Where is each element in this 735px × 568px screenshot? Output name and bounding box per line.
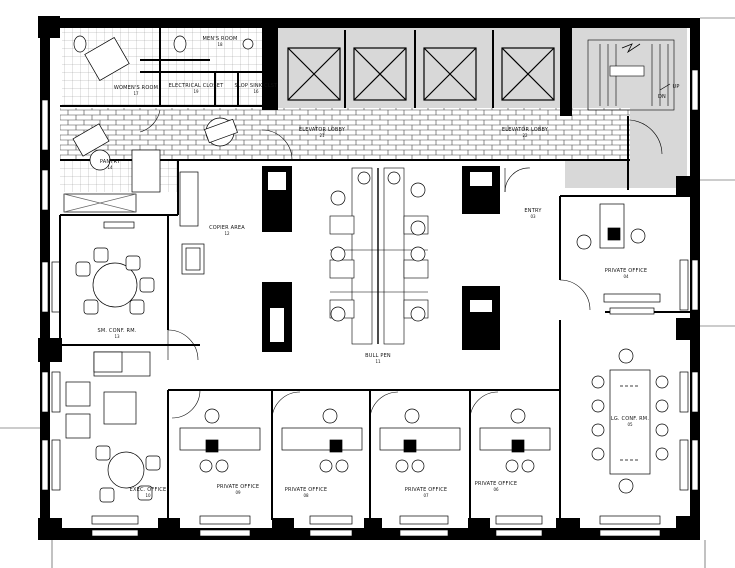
office-06-name: PRIVATE OFFICE — [475, 481, 518, 487]
office-09-name: PRIVATE OFFICE — [217, 484, 260, 490]
office-07-name: PRIVATE OFFICE — [405, 487, 448, 493]
copier-cabinets — [179, 171, 205, 275]
lg-conf-name: LG. CONF. RM. — [611, 416, 649, 422]
entry-number: 03 — [530, 214, 536, 219]
office-04-furniture — [576, 203, 661, 315]
elevator-cars — [287, 30, 555, 108]
entry-name: ENTRY — [524, 208, 542, 214]
copier-number: 12 — [224, 231, 230, 236]
stair — [587, 39, 675, 111]
column-voids — [268, 172, 492, 342]
restroom-fixtures — [72, 35, 254, 171]
small-conference-furniture — [75, 221, 155, 315]
exec-office-furniture — [65, 351, 161, 503]
electrical-name: ELECTRICAL CLOSET — [169, 83, 224, 89]
stair-up-label: UP — [672, 84, 679, 90]
slop-sink-name: SLOP SINK CLST — [235, 83, 279, 89]
elevator-lobby-2-number: 22 — [522, 133, 528, 138]
slop-sink-number: 16 — [253, 89, 259, 94]
elevator-lobby-2-name: ELEVATOR LOBBY — [502, 127, 549, 133]
copier-name: COPIER AREA — [209, 225, 245, 231]
electrical-number: 19 — [193, 89, 199, 94]
office-08-name: PRIVATE OFFICE — [285, 487, 328, 493]
elevator-lobby-1-number: 21 — [319, 133, 325, 138]
office-09-number: 09 — [235, 490, 241, 495]
radiators — [51, 259, 689, 525]
private-office-furniture — [179, 408, 551, 473]
sm-conf-name: SM. CONF. RM. — [97, 328, 136, 334]
elevator-lobby-1-name: ELEVATOR LOBBY — [299, 127, 346, 133]
windows — [41, 69, 699, 537]
womens-room-name: WOMEN'S ROOM — [114, 85, 158, 91]
interior-columns — [262, 166, 500, 352]
pantry-number: 14 — [107, 165, 113, 170]
lg-conf-number: 05 — [627, 422, 633, 427]
bull-pen-name: BULL PEN — [365, 353, 391, 359]
mens-room-name: MEN'S ROOM — [202, 36, 237, 42]
office-06-number: 06 — [493, 487, 499, 492]
task-chairs — [330, 171, 426, 322]
room-labels: MEN'S ROOM 18 WOMEN'S ROOM 17 ELECTRICAL… — [97, 36, 649, 498]
womens-room-number: 17 — [133, 91, 139, 96]
exec-office-number: 10 — [145, 493, 151, 498]
large-conference-furniture — [591, 348, 669, 494]
office-08-number: 08 — [303, 493, 309, 498]
sm-conf-number: 13 — [114, 334, 120, 339]
exec-office-name: EXEC. OFFICE — [130, 487, 167, 493]
interior-walls — [59, 28, 690, 520]
office-04-number: 04 — [623, 274, 629, 279]
bull-pen-number: 11 — [375, 359, 381, 364]
pantry-counter — [63, 149, 161, 213]
mens-room-number: 18 — [217, 42, 223, 47]
pantry-name: PANTRY — [100, 159, 121, 165]
office-07-number: 07 — [423, 493, 429, 498]
stair-down-label: DN — [658, 94, 666, 100]
office-04-name: PRIVATE OFFICE — [605, 268, 648, 274]
